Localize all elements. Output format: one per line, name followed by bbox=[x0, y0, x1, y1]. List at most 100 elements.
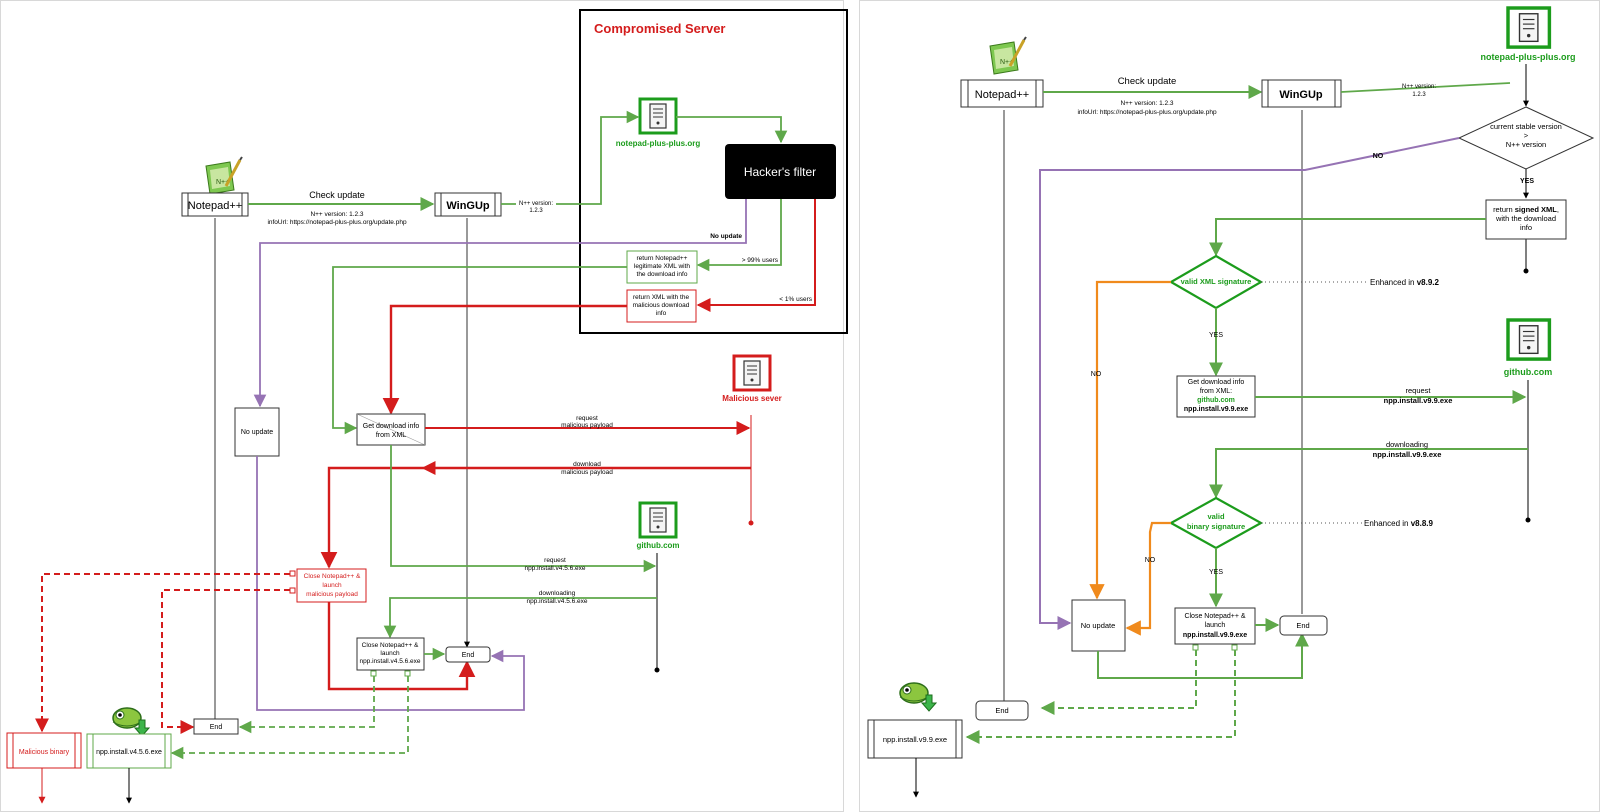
npp-version-line2-right: infoUrl: https://notepad-plus-plus.org/u… bbox=[1077, 109, 1217, 116]
close-mal-3: malicious payload bbox=[306, 591, 358, 598]
close-npp-right-3: npp.install.v9.9.exe bbox=[1183, 632, 1247, 639]
decision-line3: N++ version bbox=[1506, 140, 1546, 149]
get-download-right-4: npp.install.v9.9.exe bbox=[1184, 406, 1248, 413]
end-box-notepad-left[interactable] bbox=[193, 718, 239, 735]
github-server-icon-right bbox=[1506, 318, 1552, 361]
no-update-arrow-right bbox=[1039, 137, 1460, 630]
end-label-notepad-left: End bbox=[210, 724, 223, 731]
no-update-box-left[interactable] bbox=[234, 407, 280, 457]
end-label-wingup-left: End bbox=[462, 652, 475, 659]
no-update-label-right: No update bbox=[1081, 621, 1116, 630]
malicious-xml-line2: malicious download bbox=[633, 302, 690, 309]
close-mal-2: launch bbox=[322, 582, 342, 589]
decision-line1: current stable version bbox=[1490, 122, 1562, 131]
close-npp-left-3: npp.install.v4.5.6.exe bbox=[359, 658, 420, 665]
server-name-left: notepad-plus-plus.org bbox=[616, 139, 701, 148]
close-npp-left-2: launch bbox=[380, 650, 400, 657]
valid-binary-1: valid bbox=[1207, 512, 1225, 521]
legit-box-line3: the download info bbox=[637, 271, 688, 278]
end-box-wingup-left[interactable] bbox=[445, 646, 491, 663]
no-label-right: NO bbox=[1373, 153, 1384, 160]
close-npp-left-1: Close Notepad++ & bbox=[362, 642, 419, 649]
malicious-binary-box[interactable] bbox=[6, 732, 82, 769]
decision-line2: > bbox=[1524, 131, 1529, 140]
close-npp-right-2: launch bbox=[1205, 622, 1226, 629]
request-npp-arrow-left bbox=[390, 445, 657, 573]
compromised-server-title: Compromised Server bbox=[594, 21, 726, 36]
signed-xml-line3: info bbox=[1520, 223, 1532, 232]
notepad-label-right: Notepad++ bbox=[975, 89, 1029, 101]
legit-xml-box[interactable] bbox=[626, 250, 698, 284]
no-update-label-left: No update bbox=[241, 429, 273, 436]
downloading-right-1: downloading bbox=[1386, 440, 1428, 449]
download-mal-2: malicious payload bbox=[561, 469, 613, 476]
npp-version-line1-left: N++ version: 1.2.3 bbox=[310, 211, 363, 218]
launch-npp-dashed-arrow-right bbox=[965, 650, 1236, 744]
github-lifeline-end bbox=[654, 667, 660, 673]
no2-label: NO bbox=[1091, 371, 1102, 378]
downloading-npp-1: downloading bbox=[539, 590, 576, 597]
wingup-box-right[interactable] bbox=[1261, 79, 1342, 108]
invalid-xml-arrow bbox=[1089, 280, 1171, 600]
request-mal-2: malicious payload bbox=[561, 422, 613, 429]
npp-exe-box-left[interactable] bbox=[86, 733, 172, 769]
malicious-xml-line1: return XML with the bbox=[633, 294, 690, 301]
malicious-lifeline-end bbox=[748, 520, 754, 526]
downloading-arrow-right bbox=[1209, 448, 1528, 499]
download-mal-1: download bbox=[573, 461, 601, 468]
signed-xml-line1: return signed XML, bbox=[1493, 205, 1559, 214]
check-update-label-left: Check update bbox=[309, 190, 365, 200]
downloading-npp-arrow-left bbox=[383, 597, 657, 639]
wingup-version-left-1: N++ version: bbox=[519, 201, 553, 207]
enhanced-2-label: Enhanced in v8.8.9 bbox=[1364, 519, 1433, 528]
github-server-icon-left bbox=[638, 501, 678, 539]
invalid-binary-arrow bbox=[1125, 521, 1171, 636]
npp-exe-box-right[interactable] bbox=[867, 719, 963, 759]
malicious-binary-label: Malicious binary bbox=[19, 749, 70, 756]
pct99-label: > 99% users bbox=[742, 257, 779, 264]
no-update-box-right[interactable] bbox=[1071, 599, 1126, 652]
end-box-wingup-right[interactable] bbox=[1279, 615, 1328, 636]
legit-box-line1: return Notepad++ bbox=[637, 255, 688, 262]
hackers-filter-box[interactable] bbox=[725, 144, 836, 199]
pct1-label: < 1% users bbox=[779, 296, 812, 303]
close-launch-npp-box-left[interactable] bbox=[356, 637, 425, 671]
noupdate-to-end-arrow-right bbox=[1097, 632, 1309, 679]
legit-to-getinfo-arrow bbox=[332, 266, 627, 435]
wingup-label-left: WinGUp bbox=[446, 200, 490, 212]
notepad-box-right[interactable] bbox=[960, 79, 1044, 108]
malicious-server-label: Malicious sever bbox=[722, 394, 782, 403]
request-right-1: request bbox=[1405, 386, 1431, 395]
wingup-label-right: WinGUp bbox=[1279, 89, 1323, 101]
npp-version-line2-left: infoUrl: https://notepad-plus-plus.org/u… bbox=[267, 219, 407, 226]
end-box-notepad-right[interactable] bbox=[975, 700, 1029, 721]
check-update-label-right: Check update bbox=[1118, 76, 1177, 87]
noupdate-to-end-arrow-left bbox=[256, 456, 525, 711]
launch-npp-dashed-arrow-left bbox=[170, 676, 409, 760]
npp-exe-label-left: npp.install.v4.5.6.exe bbox=[96, 749, 162, 756]
get-download-right-3: github.com bbox=[1197, 397, 1235, 404]
close-launch-malicious-box[interactable] bbox=[296, 568, 367, 603]
wingup-version-right-1: N++ version: bbox=[1402, 84, 1436, 90]
server-name-right: notepad-plus-plus.org bbox=[1481, 52, 1576, 62]
malicious-xml-arrow bbox=[696, 199, 816, 312]
downloading-npp-2: npp.install.v4.5.6.exe bbox=[526, 598, 587, 605]
end-label-notepad-right: End bbox=[995, 706, 1008, 715]
get-download-line2-left: from XML bbox=[376, 432, 406, 439]
no3-label: NO bbox=[1145, 557, 1156, 564]
launch-malicious-dashed-arrow bbox=[35, 573, 290, 733]
get-download-right-1: Get download info bbox=[1188, 379, 1245, 386]
no-update-edge-label: No update bbox=[710, 233, 742, 240]
npp-version-line1-right: N++ version: 1.2.3 bbox=[1120, 100, 1173, 107]
valid-binary-2: binary signature bbox=[1187, 522, 1245, 531]
github-label-left: github.com bbox=[636, 541, 679, 550]
malicious-xml-box[interactable] bbox=[626, 289, 697, 323]
signed-xml-box[interactable] bbox=[1485, 199, 1567, 240]
notepad-label-left: Notepad++ bbox=[188, 200, 242, 212]
npp-exe-label-right: npp.install.v9.9.exe bbox=[883, 735, 947, 744]
yes2-label: YES bbox=[1209, 332, 1223, 339]
request-npp-2: npp.install.v4.5.6.exe bbox=[524, 565, 585, 572]
close-npp-dashed-arrow-left bbox=[238, 676, 375, 734]
server-to-filter-arrow bbox=[676, 116, 788, 144]
